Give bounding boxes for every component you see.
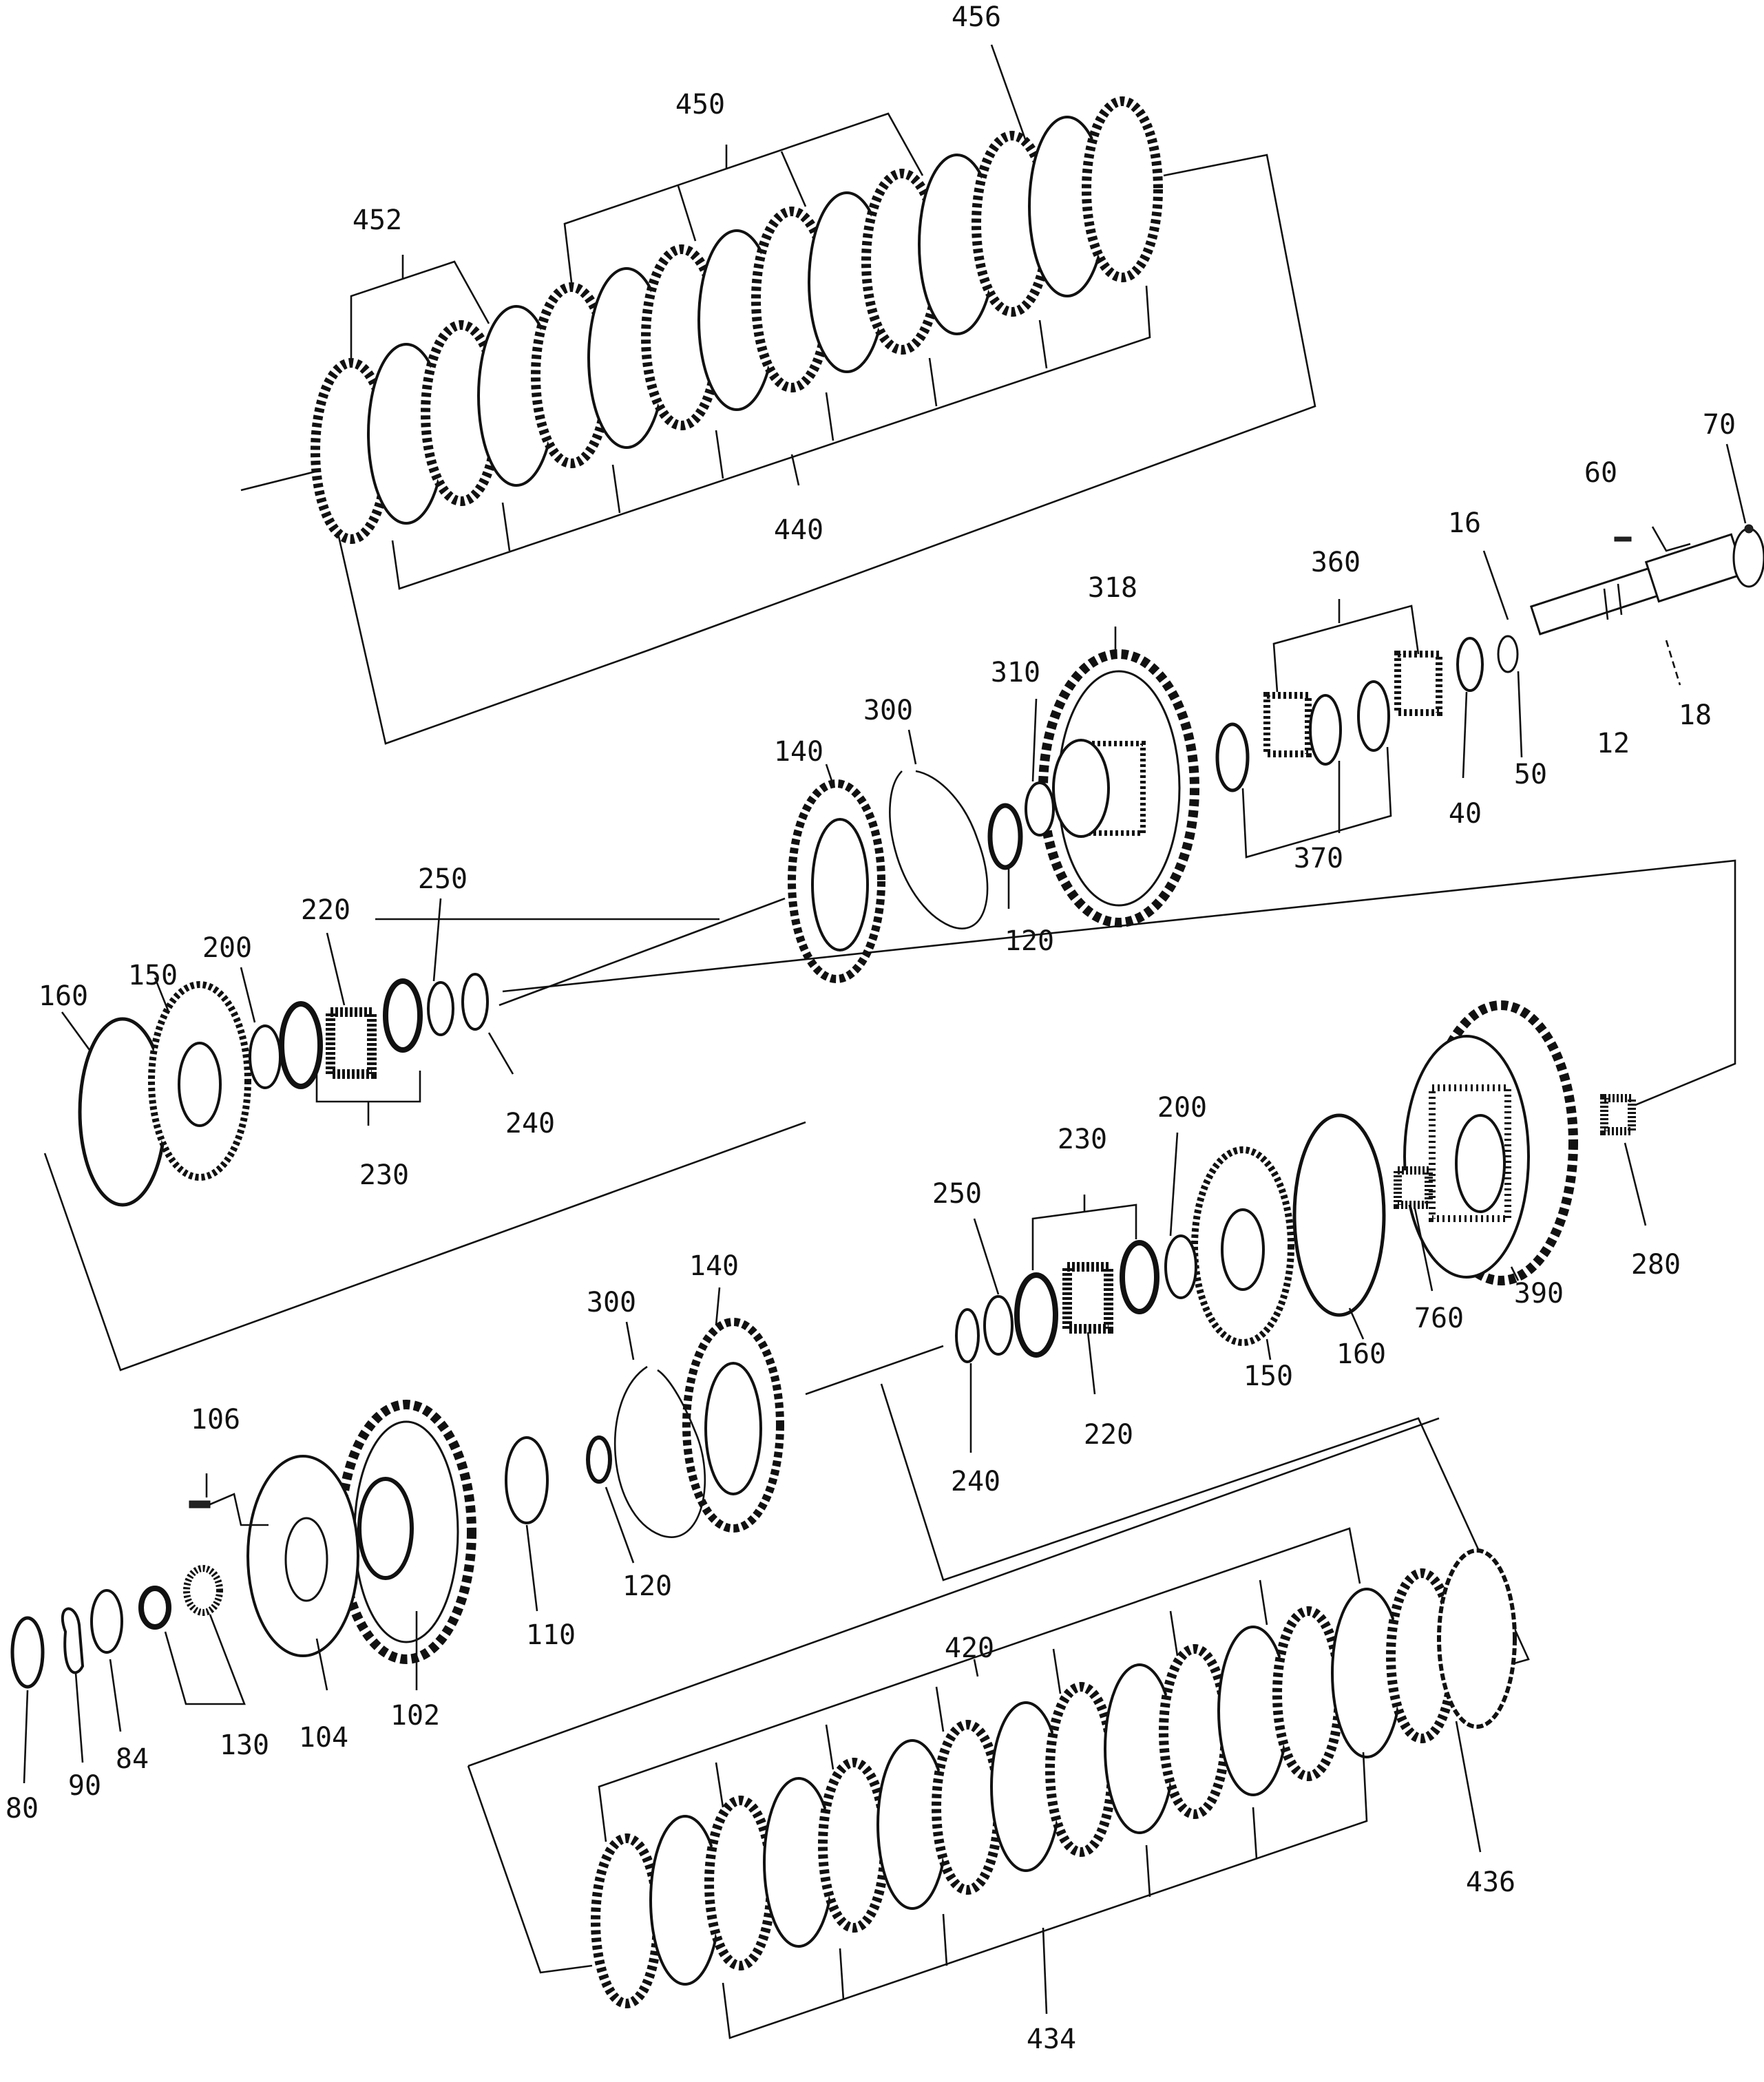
upper-to-lower-bracket xyxy=(43,1121,806,1371)
label-120b: 120 xyxy=(622,1570,672,1602)
label-104: 104 xyxy=(299,1722,348,1754)
spring-220a xyxy=(326,1007,377,1079)
label-300a: 300 xyxy=(863,695,913,726)
bearing-760 xyxy=(1394,1166,1433,1209)
shaft-12 xyxy=(1529,527,1764,635)
gear-102 xyxy=(336,1400,476,1664)
label-40: 40 xyxy=(1449,798,1482,830)
drum-390 xyxy=(1403,1000,1578,1285)
label-150a: 150 xyxy=(128,960,178,991)
label-160a: 160 xyxy=(39,980,88,1012)
label-90: 90 xyxy=(68,1770,101,1802)
label-250a: 250 xyxy=(418,863,468,895)
label-230b: 230 xyxy=(1058,1124,1107,1155)
label-120a: 120 xyxy=(1005,925,1054,957)
lower-clutch-discs xyxy=(591,1548,1517,2008)
label-318: 318 xyxy=(1088,572,1137,604)
label-110: 110 xyxy=(526,1619,576,1651)
label-102: 102 xyxy=(390,1700,440,1732)
label-452: 452 xyxy=(353,204,402,236)
lower-clutch-pack xyxy=(467,1383,1530,2039)
label-150b: 150 xyxy=(1243,1360,1293,1392)
label-220a: 220 xyxy=(301,894,350,926)
lower-gear-assembly xyxy=(10,1287,944,1784)
label-130: 130 xyxy=(220,1729,269,1761)
part-labels: 456 450 452 440 70 60 16 360 318 310 300… xyxy=(6,1,1736,2055)
label-450: 450 xyxy=(675,89,725,120)
gear-318 xyxy=(1038,649,1199,927)
input-shaft-assembly xyxy=(788,443,1764,983)
label-50: 50 xyxy=(1514,759,1547,790)
ring-160b xyxy=(1292,1113,1386,1317)
spring-220b xyxy=(1062,1262,1113,1334)
bearing-360 xyxy=(1263,651,1442,757)
label-80: 80 xyxy=(6,1793,39,1825)
label-370: 370 xyxy=(1294,843,1343,874)
label-360: 360 xyxy=(1311,547,1361,578)
label-160b: 160 xyxy=(1336,1338,1386,1370)
housing-assembly xyxy=(502,859,1736,1453)
label-18: 18 xyxy=(1679,700,1712,731)
label-200a: 200 xyxy=(202,932,252,964)
label-230a: 230 xyxy=(359,1159,409,1191)
label-240b: 240 xyxy=(951,1466,1000,1497)
label-106: 106 xyxy=(191,1404,240,1436)
label-12: 12 xyxy=(1597,728,1630,759)
label-436: 436 xyxy=(1466,1867,1515,1898)
label-280: 280 xyxy=(1631,1249,1681,1281)
upper-clutch-discs xyxy=(311,96,1163,544)
label-250b: 250 xyxy=(932,1178,982,1210)
label-220b: 220 xyxy=(1084,1419,1133,1451)
label-240a: 240 xyxy=(505,1108,555,1139)
label-760: 760 xyxy=(1414,1303,1464,1334)
label-84: 84 xyxy=(116,1743,149,1775)
snap-ring-300b xyxy=(614,1365,706,1538)
label-60: 60 xyxy=(1584,457,1617,489)
label-300b: 300 xyxy=(587,1287,636,1318)
label-70: 70 xyxy=(1703,409,1736,441)
label-310: 310 xyxy=(991,657,1040,688)
label-16: 16 xyxy=(1448,507,1481,539)
label-390: 390 xyxy=(1514,1278,1564,1310)
bearing-280 xyxy=(1600,1094,1636,1135)
upper-clutch-pack xyxy=(240,44,1316,745)
label-140b: 140 xyxy=(689,1250,739,1282)
label-456: 456 xyxy=(952,1,1001,33)
housing-bracket xyxy=(502,859,1736,1106)
label-440: 440 xyxy=(774,514,823,546)
label-434: 434 xyxy=(1027,2023,1076,2055)
label-420: 420 xyxy=(945,1632,994,1664)
snap-ring-300a xyxy=(889,770,989,929)
label-200b: 200 xyxy=(1157,1092,1207,1124)
upper-piston-assembly xyxy=(43,897,806,1371)
label-140a: 140 xyxy=(774,736,823,768)
